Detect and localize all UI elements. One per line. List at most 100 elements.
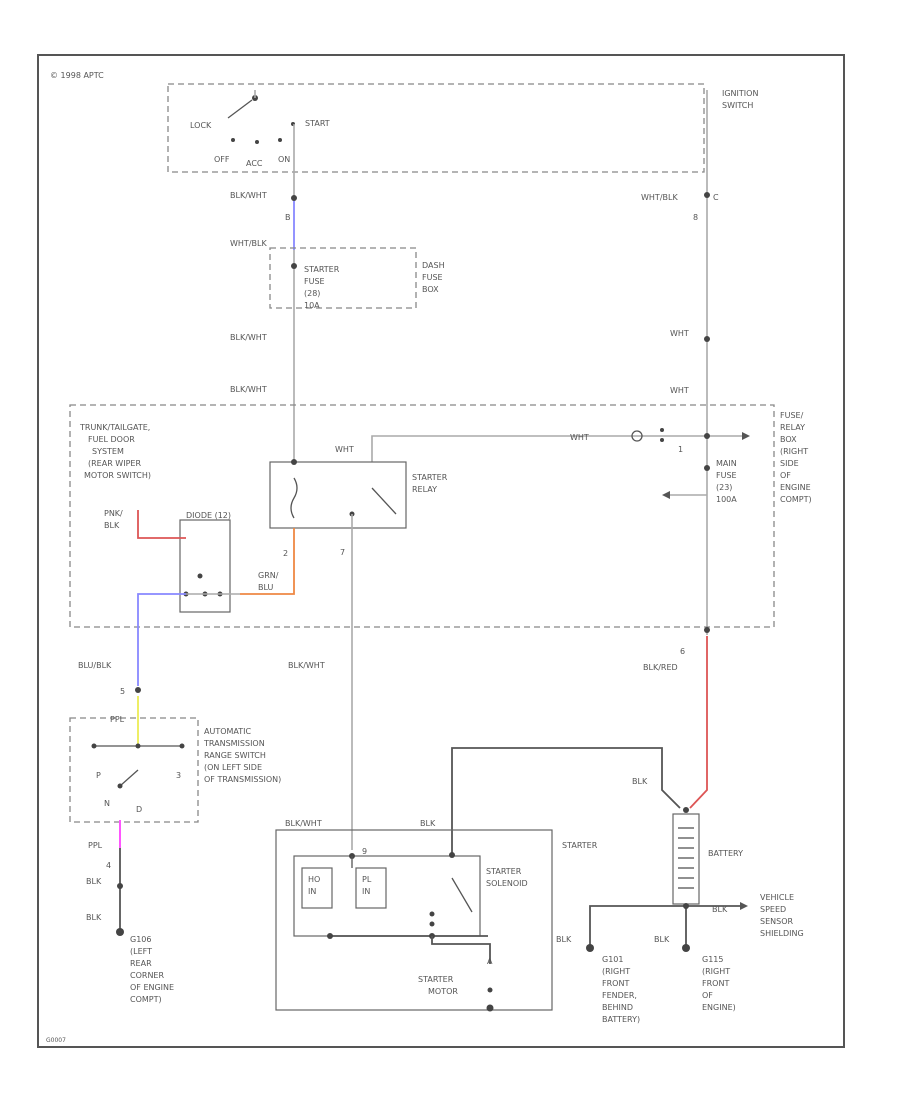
svg-text:(RIGHT: (RIGHT	[780, 447, 808, 456]
svg-text:OF TRANSMISSION): OF TRANSMISSION)	[204, 775, 281, 784]
wht-blk-fuse-label: WHT/BLK	[230, 239, 267, 248]
at-range-switch-label: AUTOMATIC TRANSMISSION RANGE SWITCH (ON …	[203, 727, 281, 784]
svg-text:FUSE: FUSE	[716, 471, 737, 480]
svg-text:RANGE SWITCH: RANGE SWITCH	[204, 751, 266, 760]
pin-7-label: 7	[340, 548, 345, 557]
pin-8-label: 8	[693, 213, 698, 222]
diode-label: DIODE (12)	[186, 511, 231, 520]
svg-text:BATTERY): BATTERY)	[602, 1015, 640, 1024]
g101-label: G101 (RIGHT FRONT FENDER, BEHIND BATTERY…	[602, 955, 640, 1024]
diagram-frame	[37, 54, 845, 1048]
svg-text:VEHICLE: VEHICLE	[760, 893, 794, 902]
wht-right-label: WHT	[570, 433, 589, 442]
copyright-text: © 1998 APTC	[50, 71, 104, 80]
starter-relay-label: STARTER RELAY	[412, 473, 448, 494]
svg-text:BLU: BLU	[258, 583, 274, 592]
pin-2-label: 2	[283, 549, 288, 558]
svg-text:TRANSMISSION: TRANSMISSION	[203, 739, 265, 748]
blu-blk-wire	[137, 593, 186, 686]
svg-text:(LEFT: (LEFT	[130, 947, 152, 956]
svg-text:RELAY: RELAY	[780, 423, 805, 432]
blu-blk-label: BLU/BLK	[78, 661, 112, 670]
solenoid-contact	[451, 877, 473, 913]
pin-9-label: 9	[362, 847, 367, 856]
wht-1-label: WHT	[670, 329, 689, 338]
trunk-system-label: TRUNK/TAILGATE, FUEL DOOR SYSTEM (REAR W…	[79, 423, 151, 480]
arrow-right-vss	[740, 902, 748, 910]
fuse-relay-box-label: FUSE/ RELAY BOX (RIGHT SIDE OF ENGINE CO…	[780, 411, 812, 504]
svg-text:MAIN: MAIN	[716, 459, 737, 468]
svg-text:(REAR WIPER: (REAR WIPER	[88, 459, 141, 468]
ppl-top-label: PPL	[110, 715, 125, 724]
range-n-label: N	[104, 799, 110, 808]
pull-in-label: PL IN	[362, 875, 372, 896]
svg-text:STARTER: STARTER	[304, 265, 340, 274]
svg-text:TRUNK/TAILGATE,: TRUNK/TAILGATE,	[79, 423, 150, 432]
svg-text:FUSE/: FUSE/	[780, 411, 804, 420]
blk-g101-label: BLK	[556, 935, 572, 944]
starter-motor-label: STARTER MOTOR	[418, 975, 458, 996]
blk-wht-starter-label: BLK/WHT	[285, 819, 322, 828]
svg-text:SWITCH: SWITCH	[722, 101, 753, 110]
dash-fuse-box-label: DASH FUSE BOX	[422, 261, 445, 294]
svg-text:G115: G115	[702, 955, 723, 964]
svg-text:SOLENOID: SOLENOID	[486, 879, 528, 888]
vss-label: VEHICLE SPEED SENSOR SHIELDING	[760, 893, 804, 938]
svg-text:(RIGHT: (RIGHT	[602, 967, 630, 976]
svg-text:SIDE: SIDE	[780, 459, 799, 468]
svg-text:100A: 100A	[716, 495, 737, 504]
svg-text:FENDER,: FENDER,	[602, 991, 637, 1000]
relay-supply-wire	[371, 435, 742, 462]
svg-text:BEHIND: BEHIND	[602, 1003, 633, 1012]
svg-text:STARTER: STARTER	[412, 473, 448, 482]
start-label: START	[305, 119, 330, 128]
svg-text:COMPT): COMPT)	[780, 495, 812, 504]
svg-text:SENSOR: SENSOR	[760, 917, 793, 926]
svg-text:SYSTEM: SYSTEM	[92, 447, 124, 456]
svg-text:AUTOMATIC: AUTOMATIC	[204, 727, 252, 736]
svg-text:OF: OF	[780, 471, 791, 480]
svg-text:OF ENGINE: OF ENGINE	[130, 983, 174, 992]
svg-text:HO: HO	[308, 875, 320, 884]
diode-box	[179, 519, 231, 613]
wht-2-label: WHT	[670, 386, 689, 395]
g115-label: G115 (RIGHT FRONT OF ENGINE)	[702, 955, 736, 1012]
starter-fuse-label: STARTER FUSE (28) 10A	[304, 265, 340, 310]
svg-text:BOX: BOX	[422, 285, 439, 294]
g106-label: G106 (LEFT REAR CORNER OF ENGINE COMPT)	[130, 935, 174, 1004]
relay-coil	[290, 477, 298, 519]
battery-ground-wire	[589, 905, 740, 945]
svg-text:10A: 10A	[304, 301, 320, 310]
lock-label: LOCK	[190, 121, 212, 130]
svg-text:ENGINE: ENGINE	[780, 483, 811, 492]
svg-text:FRONT: FRONT	[602, 979, 629, 988]
main-fuse-label: MAIN FUSE (23) 100A	[716, 459, 737, 504]
pin-b-label: B	[285, 213, 291, 222]
ignition-switch-box	[167, 83, 705, 173]
svg-text:SPEED: SPEED	[760, 905, 786, 914]
wht-blk-top-label: WHT/BLK	[641, 193, 678, 202]
pnk-blk-label: PNK/ BLK	[104, 509, 123, 530]
blk-wht-3-label: BLK/WHT	[230, 385, 267, 394]
hold-in-label: HO IN	[308, 875, 320, 896]
svg-text:PNK/: PNK/	[104, 509, 123, 518]
svg-text:COMPT): COMPT)	[130, 995, 162, 1004]
pin-3-label: 3	[176, 771, 181, 780]
off-label: OFF	[214, 155, 230, 164]
starter-battery-cable	[451, 747, 681, 855]
svg-text:(RIGHT: (RIGHT	[702, 967, 730, 976]
battery-label: BATTERY	[708, 849, 743, 858]
blk-red-label: BLK/RED	[643, 663, 678, 672]
pin-a-label: A	[487, 957, 493, 966]
blk-wht-4-label: BLK/WHT	[288, 661, 325, 670]
blk-battery-label: BLK	[632, 777, 648, 786]
fuse-relay-box	[69, 404, 775, 628]
svg-text:RELAY: RELAY	[412, 485, 437, 494]
pin-5-label: 5	[120, 687, 125, 696]
svg-text:G106: G106	[130, 935, 151, 944]
svg-text:(ON LEFT SIDE: (ON LEFT SIDE	[204, 763, 262, 772]
range-d-label: D	[136, 805, 142, 814]
svg-text:FUSE: FUSE	[422, 273, 443, 282]
blk-wht-2-label: BLK/WHT	[230, 333, 267, 342]
